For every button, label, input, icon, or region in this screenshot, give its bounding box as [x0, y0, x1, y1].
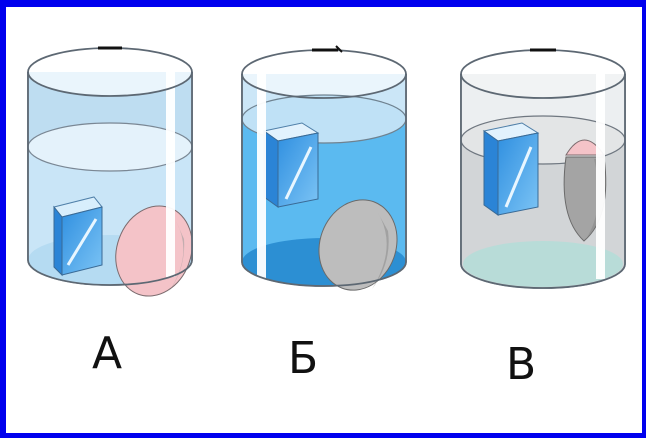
- ice-box-a: [53, 196, 103, 277]
- label-a: А: [92, 328, 123, 379]
- egg-b: [318, 199, 398, 291]
- beaker-c: [460, 48, 626, 289]
- ice-box-b: [262, 122, 320, 208]
- slide-panel: А Б В: [6, 7, 642, 433]
- beaker-a: [27, 46, 193, 297]
- beaker-b: [241, 45, 407, 291]
- beakers-illustration: [27, 45, 626, 297]
- ice-box-c: [482, 122, 540, 216]
- label-c: В: [506, 339, 537, 390]
- label-b: Б: [288, 333, 319, 384]
